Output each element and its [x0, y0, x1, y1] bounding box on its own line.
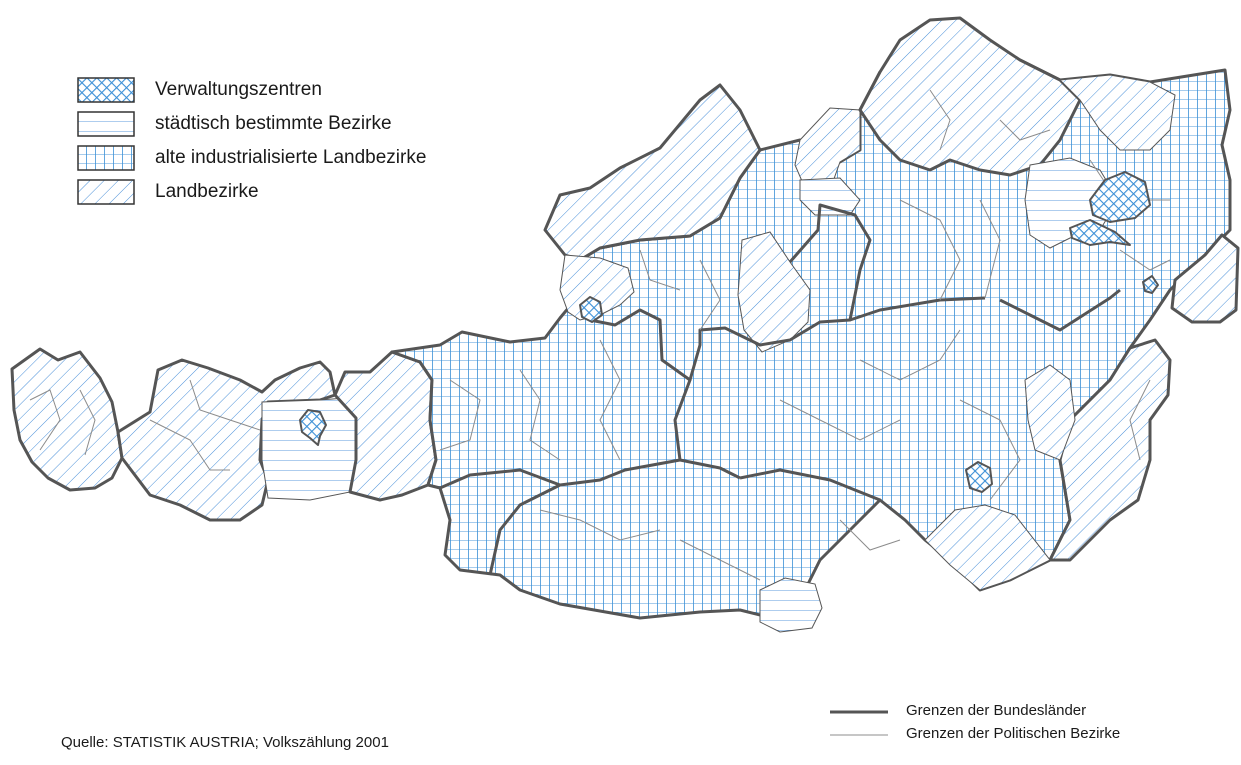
- center-graz: [965, 461, 993, 493]
- center-innsbruck: [299, 409, 327, 446]
- border-legend-label: Grenzen der Bundesländer: [906, 702, 1087, 719]
- region-tirol-west: [116, 358, 337, 522]
- center-umland: [1069, 219, 1131, 246]
- legend-label: Landbezirke: [155, 181, 259, 202]
- admin-centers: [299, 171, 1159, 493]
- region-burgenland-s: [1048, 338, 1172, 562]
- region-sbg-appendix: [559, 254, 635, 321]
- swatch-horizontal: [77, 111, 135, 137]
- region-waldviertel: [858, 16, 1082, 177]
- swatch-crosshatch: [77, 77, 135, 103]
- border-legend-label: Grenzen der Politischen Bezirke: [906, 725, 1121, 742]
- legend-label: städtisch bestimmte Bezirke: [155, 113, 392, 134]
- legend-label: alte industrialisierte Landbezirke: [155, 147, 427, 168]
- bezirk-borders: [29, 89, 1171, 581]
- region-ooe-nw: [543, 83, 762, 262]
- region-vorarlberg: [10, 347, 124, 492]
- legend-label: Verwaltungszentren: [155, 79, 322, 100]
- region-stmk-mid: [737, 231, 811, 353]
- region-muehlviertel: [794, 107, 861, 191]
- swatch-diagonal: [77, 179, 135, 205]
- region-weinviertel: [1058, 74, 1176, 151]
- center-eisenstadt: [1142, 275, 1159, 294]
- center-salzburg: [579, 296, 603, 323]
- region-klagenfurt: [759, 577, 823, 633]
- source-note: Quelle: STATISTIK AUSTRIA; Volkszählung …: [61, 734, 389, 751]
- thin-line-icon: [830, 734, 888, 736]
- region-burgenland-n: [1170, 233, 1240, 324]
- swatch-grid: [77, 145, 135, 171]
- bundesland-borders: [439, 203, 1121, 576]
- region-suedsteiermark: [924, 504, 1051, 591]
- region-oststeiermark: [1024, 364, 1076, 461]
- center-wien: [1089, 171, 1151, 223]
- thick-line-icon: [830, 710, 888, 714]
